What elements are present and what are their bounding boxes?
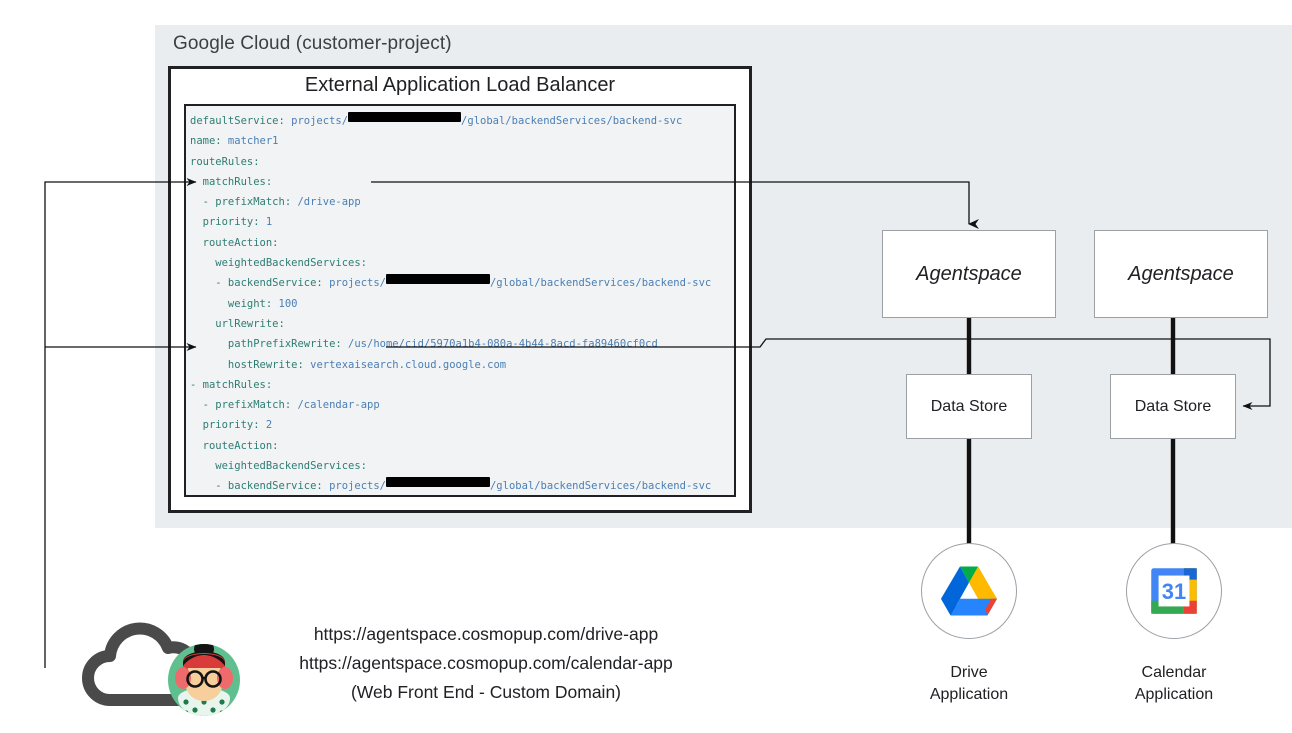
calendar-application-label-line1: Calendar (1141, 664, 1207, 681)
redacted-project-id (385, 477, 490, 488)
code-line: priority: 2 (190, 419, 273, 432)
code-line: - matchRules: (190, 175, 273, 188)
redacted-project-id (348, 112, 462, 122)
code-line: hostRewrite: vertexaisearch.cloud.google… (190, 358, 507, 371)
code-line: routeAction: (190, 439, 279, 452)
code-line: - prefixMatch: /drive-app (190, 196, 361, 209)
front-end-note: (Web Front End - Custom Domain) (350, 682, 622, 702)
calendar-application-icon-circle[interactable]: 31 (1126, 543, 1222, 639)
code-line: name: matcher1 (190, 135, 279, 148)
code-line: weightedBackendServices: (190, 257, 368, 270)
code-line: - prefixMatch: /calendar-app (190, 399, 380, 412)
calendar-day-number: 31 (1162, 579, 1186, 604)
drive-app-url: https://agentspace.cosmopup.com/drive-ap… (313, 624, 659, 644)
front-end-caption: https://agentspace.cosmopup.com/drive-ap… (236, 620, 736, 707)
code-line: - backendService: projects/ /global/back… (190, 273, 734, 293)
drive-application-label: Drive Application (869, 662, 1069, 706)
calendar-application-label-line2: Application (1134, 686, 1214, 703)
code-line: routeAction: (190, 236, 279, 249)
agentspace-node-2[interactable]: Agentspace (1094, 230, 1268, 318)
code-line: priority: 1 (190, 216, 273, 229)
code-line: routeRules: (190, 155, 260, 168)
cloud-user-icon (80, 622, 250, 717)
code-line: defaultService: projects/ /global/backen… (190, 111, 734, 131)
drive-application-label-line1: Drive (950, 664, 988, 681)
code-line: - matchRules: (190, 378, 273, 391)
data-store-node-2[interactable]: Data Store (1110, 374, 1236, 439)
avatar (168, 644, 240, 716)
calendar-application-label: Calendar Application (1074, 662, 1274, 706)
calendar-app-url: https://agentspace.cosmopup.com/calendar… (299, 653, 673, 673)
url-map-yaml-code-block: defaultService: projects/ /global/backen… (184, 104, 736, 497)
code-line: - backendService: projects/ /global/back… (190, 476, 734, 495)
code-line: urlRewrite: (190, 317, 285, 330)
code-line: pathPrefixRewrite: /us/home/cid/5970a1b4… (190, 338, 658, 351)
code-line: weight: 100 (190, 297, 298, 310)
google-drive-icon (941, 566, 997, 616)
drive-application-icon-circle[interactable] (921, 543, 1017, 639)
data-store-node-1[interactable]: Data Store (906, 374, 1032, 439)
google-cloud-panel-title: Google Cloud (customer-project) (173, 33, 452, 54)
drive-application-label-line2: Application (929, 686, 1009, 703)
redacted-project-id (385, 274, 490, 285)
agentspace-node-1[interactable]: Agentspace (882, 230, 1056, 318)
google-calendar-icon: 31 (1151, 568, 1197, 614)
code-line: weightedBackendServices: (190, 460, 368, 473)
load-balancer-title: External Application Load Balancer (304, 74, 616, 96)
